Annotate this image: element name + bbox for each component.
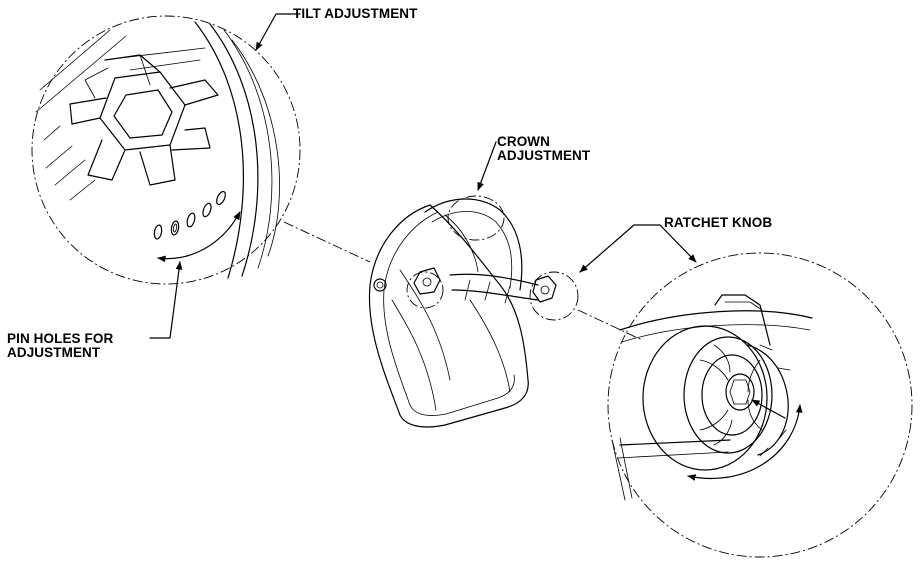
ratchet-detail-marker: [529, 271, 579, 321]
pin-holes-line-2: ADJUSTMENT: [7, 345, 101, 360]
pin-holes-line-1: PIN HOLES FOR: [7, 331, 114, 346]
tilt-leader-line: [255, 13, 301, 51]
crown-adjustment-line-1: CROWN: [497, 134, 550, 149]
tilt-connector-line: [283, 221, 371, 263]
tilt-knob: [69, 54, 219, 186]
tilt-detail-marker: [406, 271, 444, 309]
ratchet-leader-line-1: [579, 224, 661, 273]
pin-holes-leader-line: [149, 261, 183, 339]
ratchet-connector-line: [577, 309, 643, 341]
ratchet-rotation-arrow: [687, 404, 803, 481]
pin-holes-label: PIN HOLES FOR ADJUSTMENT: [7, 332, 113, 360]
tilt-detail-view: [31, 15, 301, 285]
tilt-adjustment-text: TILT ADJUSTMENT: [293, 6, 418, 21]
crown-adjustment-line-2: ADJUSTMENT: [497, 148, 591, 163]
tilt-rotation-arrow: [157, 211, 241, 263]
welding-helmet: [368, 195, 579, 428]
crown-adjustment-label: CROWN ADJUSTMENT: [497, 135, 590, 163]
crown-detail-marker: [447, 195, 505, 241]
crown-leader-line: [477, 141, 497, 191]
ratchet-leader-line-2: [659, 224, 697, 263]
ratchet-knob-label: RATCHET KNOB: [664, 216, 772, 230]
ratchet-pointer-arrow: [751, 399, 786, 419]
tilt-adjustment-label: TILT ADJUSTMENT: [293, 7, 418, 21]
pin-holes: [153, 190, 226, 240]
tilt-detail-boundary: [31, 15, 301, 285]
ratchet-detail-view: [607, 252, 913, 558]
ratchet-knob-text: RATCHET KNOB: [664, 215, 773, 230]
ratchet-detail-boundary: [607, 252, 913, 558]
